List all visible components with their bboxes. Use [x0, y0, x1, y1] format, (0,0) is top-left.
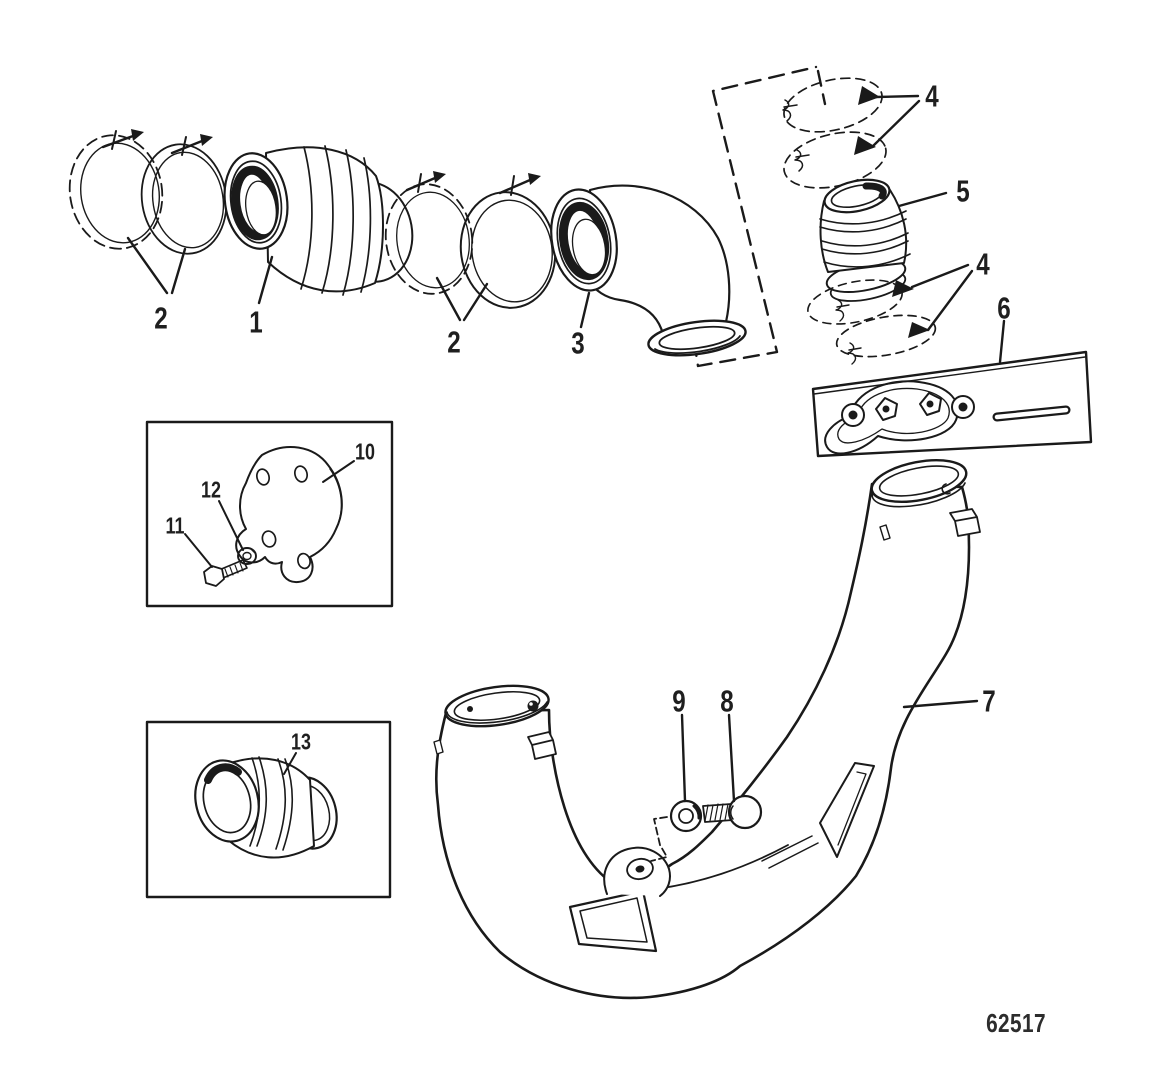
callout-part-9: 9: [672, 683, 686, 719]
inset-box-hose: [145, 720, 392, 899]
callout-part-7: 7: [982, 683, 996, 719]
callout-part-5: 5: [956, 173, 970, 209]
callout-part-8: 8: [720, 683, 734, 719]
callout-part-2-right: 2: [447, 324, 461, 360]
callout-part-13: 13: [291, 728, 311, 755]
dashed-reference-box: [692, 65, 827, 368]
callout-part-4-top: 4: [925, 78, 939, 114]
callout-part-1: 1: [249, 304, 263, 340]
part-9-washer: [650, 799, 703, 862]
part-13-hose: [194, 756, 338, 859]
callout-part-3: 3: [571, 325, 585, 361]
callout-part-10: 10: [355, 438, 375, 465]
callout-part-2-left: 2: [154, 300, 168, 336]
part-8-bolt: [702, 794, 763, 830]
part-2-clamp-c: [384, 171, 474, 295]
part-11-bolt: [203, 559, 248, 587]
part-7-exhaust-pipe: [433, 459, 981, 1000]
part-4-clamp-bottom-b: [835, 314, 937, 365]
part-4-clamp-bottom-a: [807, 279, 914, 325]
callout-part-6: 6: [997, 290, 1011, 326]
drawing-number: 62517: [986, 1008, 1046, 1038]
callout-part-11: 11: [165, 512, 185, 539]
part-12-lockwasher: [237, 547, 257, 565]
part-3-elbow: [550, 184, 747, 357]
callout-part-12: 12: [201, 476, 221, 503]
part-1-bellows: [223, 145, 414, 296]
leader-lines: [126, 94, 1006, 803]
part-2-clamp-a: [68, 129, 164, 250]
part-6-plate: [811, 350, 1093, 458]
part-2-clamp-b: [140, 134, 228, 255]
part-4-clamp-top-a: [782, 77, 883, 133]
inset-box-bracket: [145, 420, 394, 608]
callout-part-4-bottom: 4: [976, 246, 990, 282]
